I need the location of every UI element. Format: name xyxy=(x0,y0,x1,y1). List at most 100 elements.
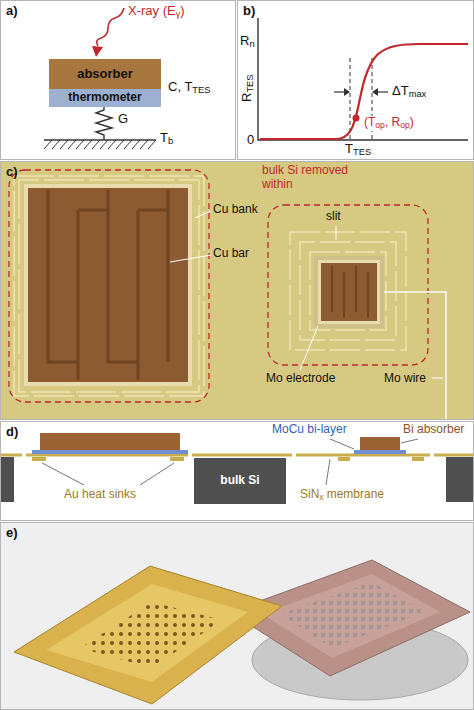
label-text: R xyxy=(240,33,249,48)
chip-photo-part xyxy=(268,205,428,365)
chip-photo-part xyxy=(24,184,192,386)
cross-section-part xyxy=(354,450,406,454)
label-text: ΔT xyxy=(392,83,409,98)
bulk-si-block: bulk Si xyxy=(194,458,286,504)
label-group: MoCu bi-layer xyxy=(272,423,347,437)
device-photo-part xyxy=(0,522,474,710)
label-text: bulk Si removed within xyxy=(262,163,348,191)
device-photo-part xyxy=(262,574,440,658)
subscript-text: TES xyxy=(353,147,371,157)
block-label: bulk Si xyxy=(220,474,259,487)
chip-photo-part xyxy=(310,252,386,330)
label-text: , R xyxy=(385,115,400,129)
block-label: thermometer xyxy=(68,91,141,104)
label-text: Mo electrode xyxy=(266,371,335,385)
label-group: bulk Si removed within xyxy=(262,164,372,192)
chip-photo-part xyxy=(314,256,384,328)
panel-letter: d) xyxy=(6,424,18,439)
label-group: X-ray (Eγ) xyxy=(128,4,185,20)
cross-section-part xyxy=(170,457,184,461)
cross-section-part xyxy=(32,457,46,461)
label-text: ) xyxy=(180,3,184,18)
label-group: Mo electrode xyxy=(266,372,335,386)
cross-section-part xyxy=(0,457,14,502)
chip-photo-part xyxy=(170,211,443,378)
device-photo-part xyxy=(80,602,222,668)
label-text: C, T xyxy=(168,79,192,94)
panel-frame: b) xyxy=(237,0,474,160)
cross-section-part xyxy=(446,457,474,502)
label-text: G xyxy=(118,111,128,126)
chip-photo-part xyxy=(318,260,380,324)
label-group: slit xyxy=(326,210,341,224)
transition-plot-part xyxy=(353,115,360,122)
label-text: R xyxy=(239,93,254,102)
device-photo-part xyxy=(46,584,248,682)
label-group: G xyxy=(118,112,128,127)
subscript-text: op xyxy=(400,120,410,130)
label-text: Au heat sinks xyxy=(64,487,136,501)
panel-letter: e) xyxy=(6,525,18,540)
subscript-text: γ xyxy=(176,9,181,19)
device-photo-part xyxy=(280,582,424,648)
label-text: (T xyxy=(364,115,375,129)
panel-frame: a) absorber thermometer xyxy=(0,0,236,160)
label-group: Rn xyxy=(240,34,255,50)
transition-plot-part xyxy=(344,88,350,96)
transition-plot-part xyxy=(260,44,468,139)
label-text: X-ray (E xyxy=(128,3,176,18)
chip-photo-part xyxy=(332,266,368,318)
label-text: MoCu bi-layer xyxy=(272,422,347,436)
transition-plot-part xyxy=(350,58,351,140)
subscript-text: op xyxy=(375,120,385,130)
transition-plot xyxy=(258,18,468,140)
tes-schematic-part xyxy=(97,8,124,46)
label-group: TTES xyxy=(345,142,371,158)
label-group: (Top, Rop) xyxy=(362,116,416,131)
chip-photo-part xyxy=(48,190,168,380)
cross-section-part xyxy=(338,457,350,461)
subscript-text: b xyxy=(168,136,173,146)
transition-plot-part xyxy=(258,18,468,140)
label-group: RTES xyxy=(240,74,256,102)
label-group: Tb xyxy=(160,131,173,147)
subscript-text: x xyxy=(319,492,323,502)
subscript-text: TES xyxy=(245,74,255,92)
cross-section-part xyxy=(40,433,180,450)
chip-photo-part xyxy=(0,161,474,420)
thermometer-block: thermometer xyxy=(49,89,161,107)
tes-schematic-part xyxy=(96,106,112,140)
chip-photo xyxy=(0,161,474,420)
chip-photo-part xyxy=(384,292,446,419)
label-text: Bi absorber xyxy=(403,422,464,436)
chip-photo-part xyxy=(300,242,396,340)
label-group: Cu bar xyxy=(213,247,249,261)
subscript-text: max xyxy=(409,89,427,99)
label-text: ) xyxy=(410,115,414,129)
label-text: Cu bank xyxy=(213,202,258,216)
chip-photo-part xyxy=(14,176,204,396)
tes-schematic-part xyxy=(92,46,103,57)
chip-photo-part xyxy=(28,188,188,382)
panel-letter: b) xyxy=(243,3,255,18)
chip-photo-part xyxy=(9,170,209,402)
label-text: T xyxy=(345,141,353,156)
label-group: Mo wire xyxy=(384,372,426,386)
label-group: C, TTES xyxy=(168,80,211,96)
label-text: membrane xyxy=(327,487,384,501)
label-group: 0 xyxy=(247,133,254,148)
label-group: Au heat sinks xyxy=(64,488,136,502)
panel-frame: e) xyxy=(0,522,474,710)
block-label: absorber xyxy=(77,67,133,81)
device-photo-part xyxy=(14,566,282,704)
chip-photo-part xyxy=(321,263,377,321)
transition-plot-part xyxy=(372,88,378,96)
panel-letter: a) xyxy=(6,3,18,18)
cross-section-part xyxy=(32,450,188,454)
panel-letter: c) xyxy=(6,164,18,179)
cross-section-part xyxy=(412,457,424,461)
chip-photo-part xyxy=(19,180,199,392)
subscript-text: TES xyxy=(192,85,210,95)
